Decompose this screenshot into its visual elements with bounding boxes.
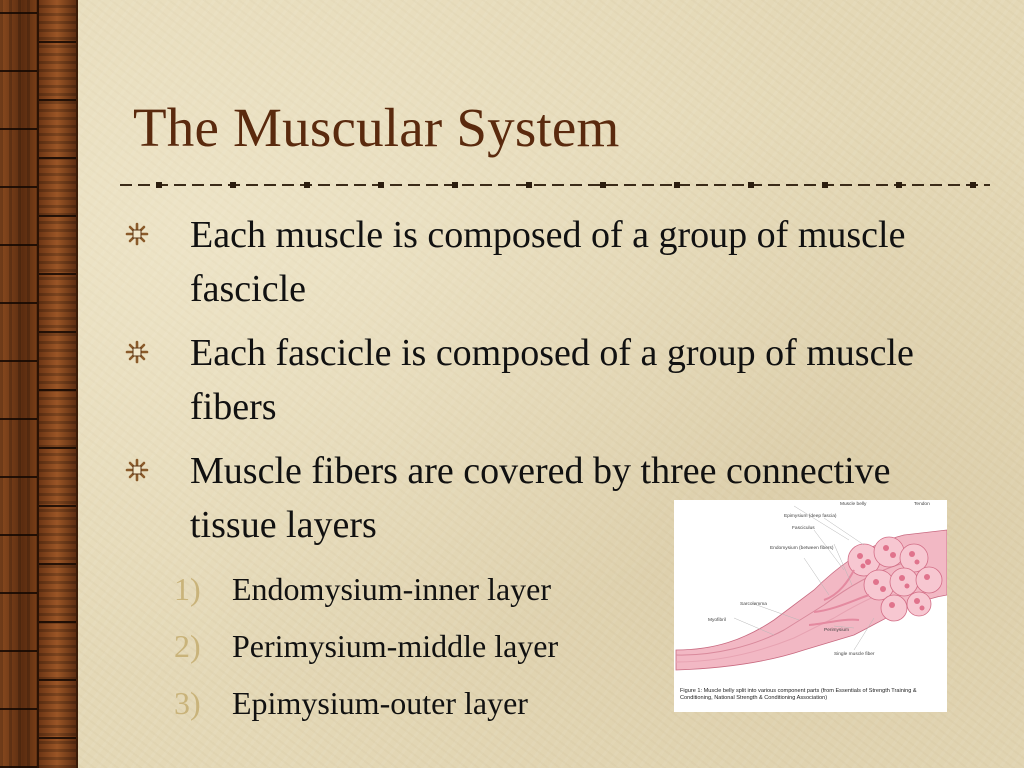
numbered-item-2: 2) Perimysium-middle layer [174,627,558,665]
list-number: 1) [174,571,201,607]
list-number: 2) [174,628,201,664]
bullet-item-1: Each muscle is composed of a group of mu… [125,208,945,316]
list-text: Perimysium-middle layer [232,628,559,664]
slide-title: The Muscular System [133,97,620,158]
figure-label: Epimysium (deep fascia) [784,514,837,519]
bullet-item-2: Each fascicle is composed of a group of … [125,326,945,434]
figure-label: Endomysium (between fibers) [770,546,834,551]
list-text: Endomysium-inner layer [232,571,552,607]
decorative-dashed-rule [120,182,990,188]
figure-caption: Figure 1: Muscle belly split into variou… [680,688,917,701]
list-text: Epimysium-outer layer [232,685,528,721]
bullet-list: Each muscle is composed of a group of mu… [125,208,945,562]
figure-label: Tendon [914,502,930,507]
figure-label: Myofibril [708,618,726,623]
numbered-item-1: 1) Endomysium-inner layer [174,570,551,608]
muscle-anatomy-figure: Muscle belly Tendon Epimysium (deep fasc… [674,500,947,712]
figure-label: Fasciculus [792,526,815,531]
asterisk-star-bullet-icon [125,458,149,482]
figure-label: Single muscle fiber [834,652,875,657]
muscle-illustration [675,505,947,671]
bullet-text: Each muscle is composed of a group of mu… [190,214,906,310]
bullet-text: Each fascicle is composed of a group of … [190,332,914,428]
figure-label: Perimysium [824,628,850,633]
list-number: 3) [174,685,201,721]
bullet-item-3: Muscle fibers are covered by three conne… [125,444,910,552]
bullet-text: Muscle fibers are covered by three conne… [190,450,891,546]
woven-side-strip [0,0,78,768]
asterisk-star-bullet-icon [125,222,149,246]
numbered-item-3: 3) Epimysium-outer layer [174,684,528,722]
asterisk-star-bullet-icon [125,340,149,364]
figure-label: Muscle belly [840,502,867,507]
figure-label: Sarcolemma [740,602,767,607]
